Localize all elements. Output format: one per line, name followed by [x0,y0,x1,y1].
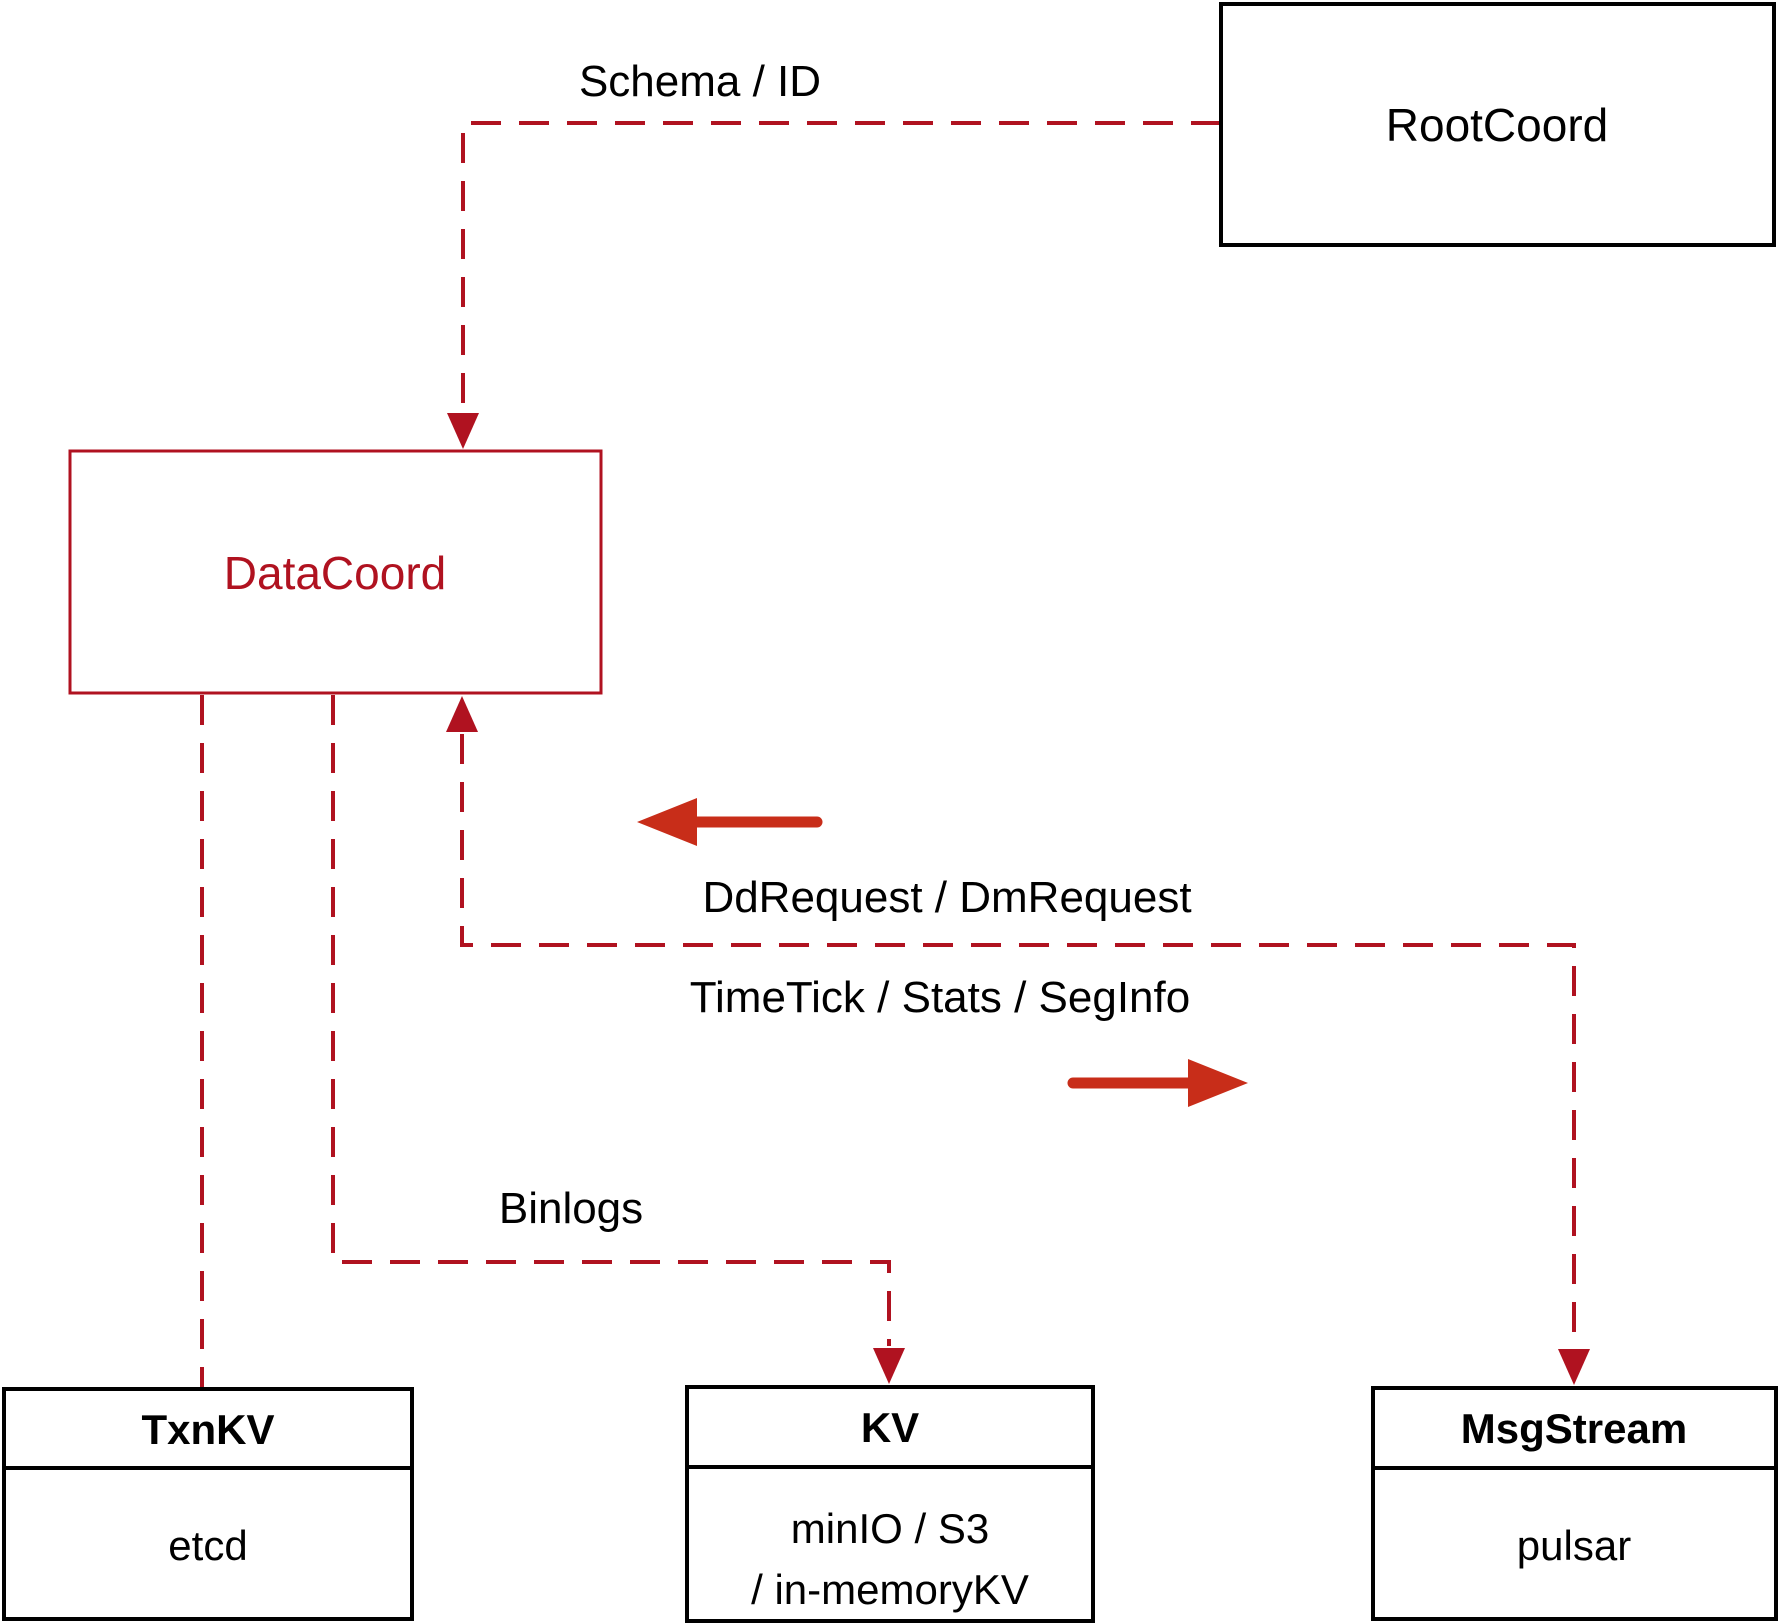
rootcoord-box [1219,2,1776,247]
msgstream-node: MsgStream pulsar [1371,1386,1778,1621]
arrowhead-into-msgstream [1558,1349,1590,1385]
datacoord-label: DataCoord [224,547,446,599]
arrowhead-into-kv [873,1348,905,1384]
msgstream-body: pulsar [1517,1522,1631,1569]
kv-title: KV [861,1404,919,1451]
right-direction-arrow [1067,1059,1248,1107]
msgstream-title: MsgStream [1461,1405,1687,1452]
ddrequest-dmrequest-label: DdRequest / DmRequest [702,873,1191,922]
schema-id-label: Schema / ID [579,57,821,106]
left-direction-arrow [637,798,823,846]
txnkv-box [2,1387,414,1621]
arrowhead-into-datacoord-top [447,413,479,449]
txnkv-node: TxnKV etcd [2,1387,414,1621]
datacoord-node: DataCoord [68,449,603,695]
arrowhead-into-datacoord-bottom [446,696,478,732]
binlogs-connector [331,695,891,1346]
txnkv-title: TxnKV [141,1406,274,1453]
kv-node: KV minIO / S3 / in-memoryKV [685,1385,1095,1623]
kv-body-line2: / in-memoryKV [751,1566,1029,1613]
rootcoord-node: RootCoord [1219,2,1776,247]
timetick-stats-seginfo-label: TimeTick / Stats / SegInfo [690,973,1190,1022]
request-stream-connector [460,734,1576,1348]
txnkv-body: etcd [168,1522,247,1569]
datacoord-box [68,449,603,695]
left-arrow-head-icon [637,798,697,846]
msgstream-box [1371,1386,1778,1621]
right-arrow-head-icon [1188,1059,1248,1107]
kv-box [685,1385,1095,1623]
schema-id-connector [461,121,1221,416]
binlogs-label: Binlogs [499,1184,643,1233]
kv-body-line1: minIO / S3 [791,1505,989,1552]
rootcoord-label: RootCoord [1386,99,1608,151]
